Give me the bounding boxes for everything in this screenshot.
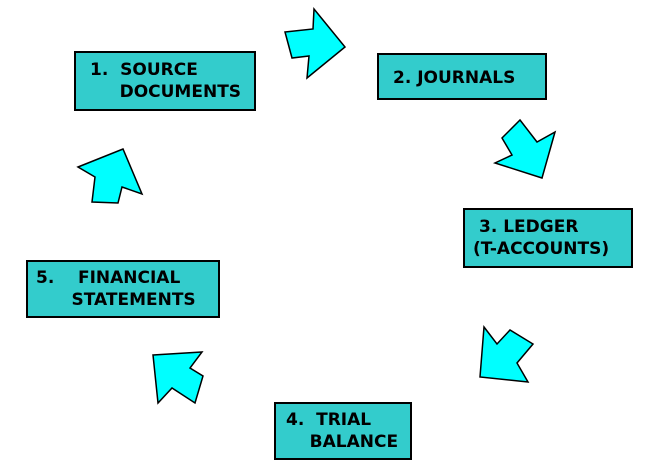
arrow-1-to-2 (284, 7, 347, 80)
step-source-documents: 1. SOURCE DOCUMENTS (74, 51, 256, 111)
step-trial-balance: 4. TRIAL BALANCE (274, 402, 412, 460)
arrow-2-to-3 (492, 118, 557, 179)
step-label: 1. SOURCE (90, 60, 198, 80)
step-label: 4. TRIAL (286, 410, 372, 430)
step-label: (T-ACCOUNTS) (473, 239, 610, 259)
step-financial-statements: 5. FINANCIAL STATEMENTS (26, 260, 220, 318)
step-label: STATEMENTS (36, 290, 196, 310)
step-label: 5. FINANCIAL (36, 268, 181, 288)
arrow-5-to-1 (76, 148, 144, 204)
step-journals: 2. JOURNALS (377, 53, 547, 100)
step-ledger: 3. LEDGER (T-ACCOUNTS) (463, 208, 633, 268)
arrow-4-to-5 (152, 351, 204, 405)
step-label: 2. JOURNALS (393, 68, 516, 88)
step-label: DOCUMENTS (90, 82, 242, 102)
step-label: BALANCE (286, 432, 399, 452)
arrow-3-to-4 (479, 324, 535, 383)
step-label: 3. LEDGER (479, 217, 579, 237)
